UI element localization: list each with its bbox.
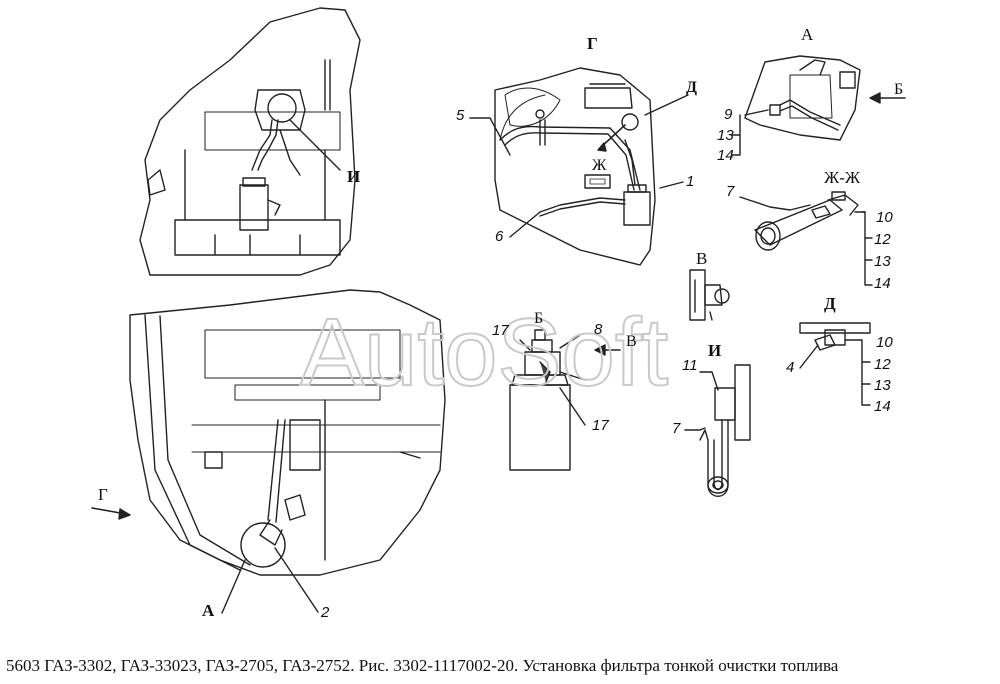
label-13-d: 13 [874, 377, 891, 394]
bottom-left-view [91, 289, 446, 614]
view-g [469, 67, 689, 266]
label-5: 5 [456, 107, 465, 124]
label-a-bottom: А [202, 601, 215, 620]
view-v [689, 269, 730, 321]
label-10-zh: 10 [876, 209, 893, 226]
label-9: 9 [724, 106, 733, 123]
view-d [799, 322, 871, 406]
label-8: 8 [594, 321, 603, 338]
label-11: 11 [682, 357, 698, 374]
label-14-a: 14 [717, 147, 734, 164]
label-d-view-g: Д [686, 79, 697, 96]
label-13-a: 13 [717, 127, 734, 144]
title-view-d: Д [824, 294, 836, 313]
title-detail-b: Б [534, 310, 543, 327]
section-zh [739, 191, 873, 286]
label-17-bottom: 17 [592, 417, 609, 434]
label-12-zh: 12 [874, 231, 891, 248]
title-view-v: В [696, 249, 707, 268]
watermark: AutoSoft [300, 299, 668, 406]
label-zh-view-g: Ж [592, 157, 607, 174]
title-view-g: Г [587, 34, 598, 53]
label-12-d: 12 [874, 356, 891, 373]
label-7-i: 7 [672, 420, 681, 437]
view-i [684, 364, 751, 497]
label-17-top: 17 [492, 322, 509, 339]
arrow-b-label: Б [894, 81, 903, 98]
title-section-zh: Ж-Ж [824, 168, 861, 187]
label-10-d: 10 [876, 334, 893, 351]
label-1: 1 [686, 173, 694, 190]
label-14-d: 14 [874, 398, 891, 415]
title-view-i: И [708, 341, 721, 360]
label-2: 2 [320, 604, 330, 621]
arrow-g-label: Г [98, 485, 108, 504]
detail-b [509, 329, 621, 471]
label-6: 6 [495, 228, 504, 245]
title-view-a: А [801, 25, 814, 44]
label-14-zh: 14 [874, 275, 891, 292]
label-i-top: И [347, 167, 360, 186]
labels: И Г Д Ж 5 6 1 А Б 9 13 14 Ж-Ж 7 10 12 13… [98, 25, 903, 621]
label-7-zh: 7 [726, 183, 735, 200]
figure-caption: 5603 ГАЗ-3302, ГАЗ-33023, ГАЗ-2705, ГАЗ-… [6, 656, 839, 675]
label-4: 4 [786, 359, 794, 376]
label-13-zh: 13 [874, 253, 891, 270]
top-left-view [139, 7, 361, 276]
view-a [731, 55, 906, 156]
arrow-v-label: В [626, 333, 637, 350]
